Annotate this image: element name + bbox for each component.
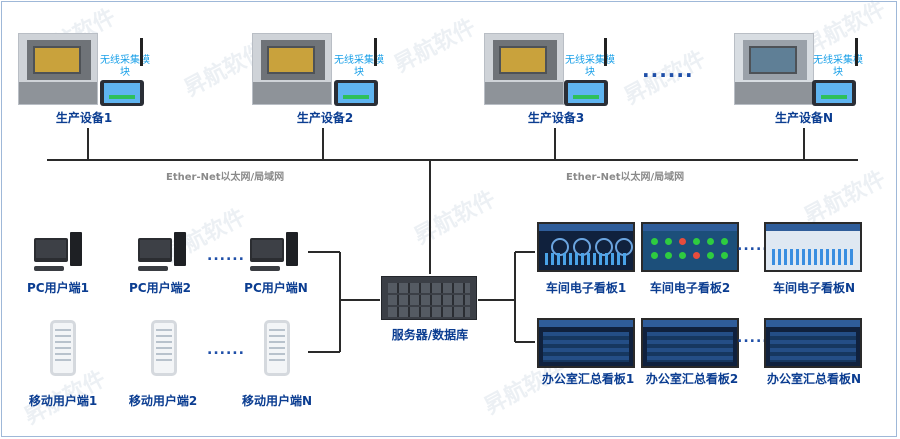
device-label: 生产设备1 (55, 111, 113, 125)
workshop-board-label: 车间电子看板2 (649, 281, 731, 295)
equipment-photo (18, 33, 98, 105)
collector-device-icon (100, 80, 144, 106)
antenna-icon (855, 38, 858, 66)
equipment-photo (734, 33, 814, 105)
workshop-board-label: 车间电子看板N (772, 281, 856, 295)
dashboard-screen (764, 222, 862, 272)
office-board-label: 办公室汇总看板2 (645, 372, 739, 386)
dashboard-screen (537, 222, 635, 272)
pc-user-label: PC用户端1 (27, 281, 89, 295)
wireless-module-label: 无线采集模块 (100, 55, 150, 78)
office-board-label: 办公室汇总看板N (766, 372, 862, 386)
mobile-phone-icon (50, 320, 76, 376)
antenna-icon (604, 38, 607, 66)
server-icon (381, 276, 477, 320)
wireless-module-label: 无线采集模块 (813, 55, 863, 78)
server-label: 服务器/数据库 (391, 328, 469, 342)
mobile-user-label: 移动用户端1 (28, 394, 98, 408)
antenna-icon (140, 38, 143, 66)
mobile-phone-icon (264, 320, 290, 376)
antenna-icon (374, 38, 377, 66)
collector-device-icon (812, 80, 856, 106)
collector-device-icon (334, 80, 378, 106)
ellipsis: ...... (207, 342, 245, 358)
network-label: Ether-Net以太网/局域网 (166, 172, 285, 183)
device-label: 生产设备3 (527, 111, 585, 125)
equipment-photo (252, 33, 332, 105)
mobile-phone-icon (151, 320, 177, 376)
ellipsis: ...... (642, 58, 694, 82)
device-label: 生产设备2 (296, 111, 354, 125)
dashboard-screen (764, 318, 862, 368)
wireless-module-label: 无线采集模块 (565, 55, 615, 78)
mobile-user-label: 移动用户端2 (128, 394, 198, 408)
ellipsis: ...... (207, 248, 245, 264)
equipment-photo (484, 33, 564, 105)
mobile-user-label: 移动用户端N (241, 394, 313, 408)
dashboard-screen (641, 318, 739, 368)
wireless-module-label: 无线采集模块 (334, 55, 384, 78)
pc-user-label: PC用户端N (244, 281, 308, 295)
workshop-board-label: 车间电子看板1 (545, 281, 627, 295)
network-label: Ether-Net以太网/局域网 (566, 172, 685, 183)
dashboard-screen (641, 222, 739, 272)
pc-user-label: PC用户端2 (129, 281, 191, 295)
office-board-label: 办公室汇总看板1 (541, 372, 635, 386)
collector-device-icon (564, 80, 608, 106)
device-label: 生产设备N (774, 111, 834, 125)
dashboard-screen (537, 318, 635, 368)
